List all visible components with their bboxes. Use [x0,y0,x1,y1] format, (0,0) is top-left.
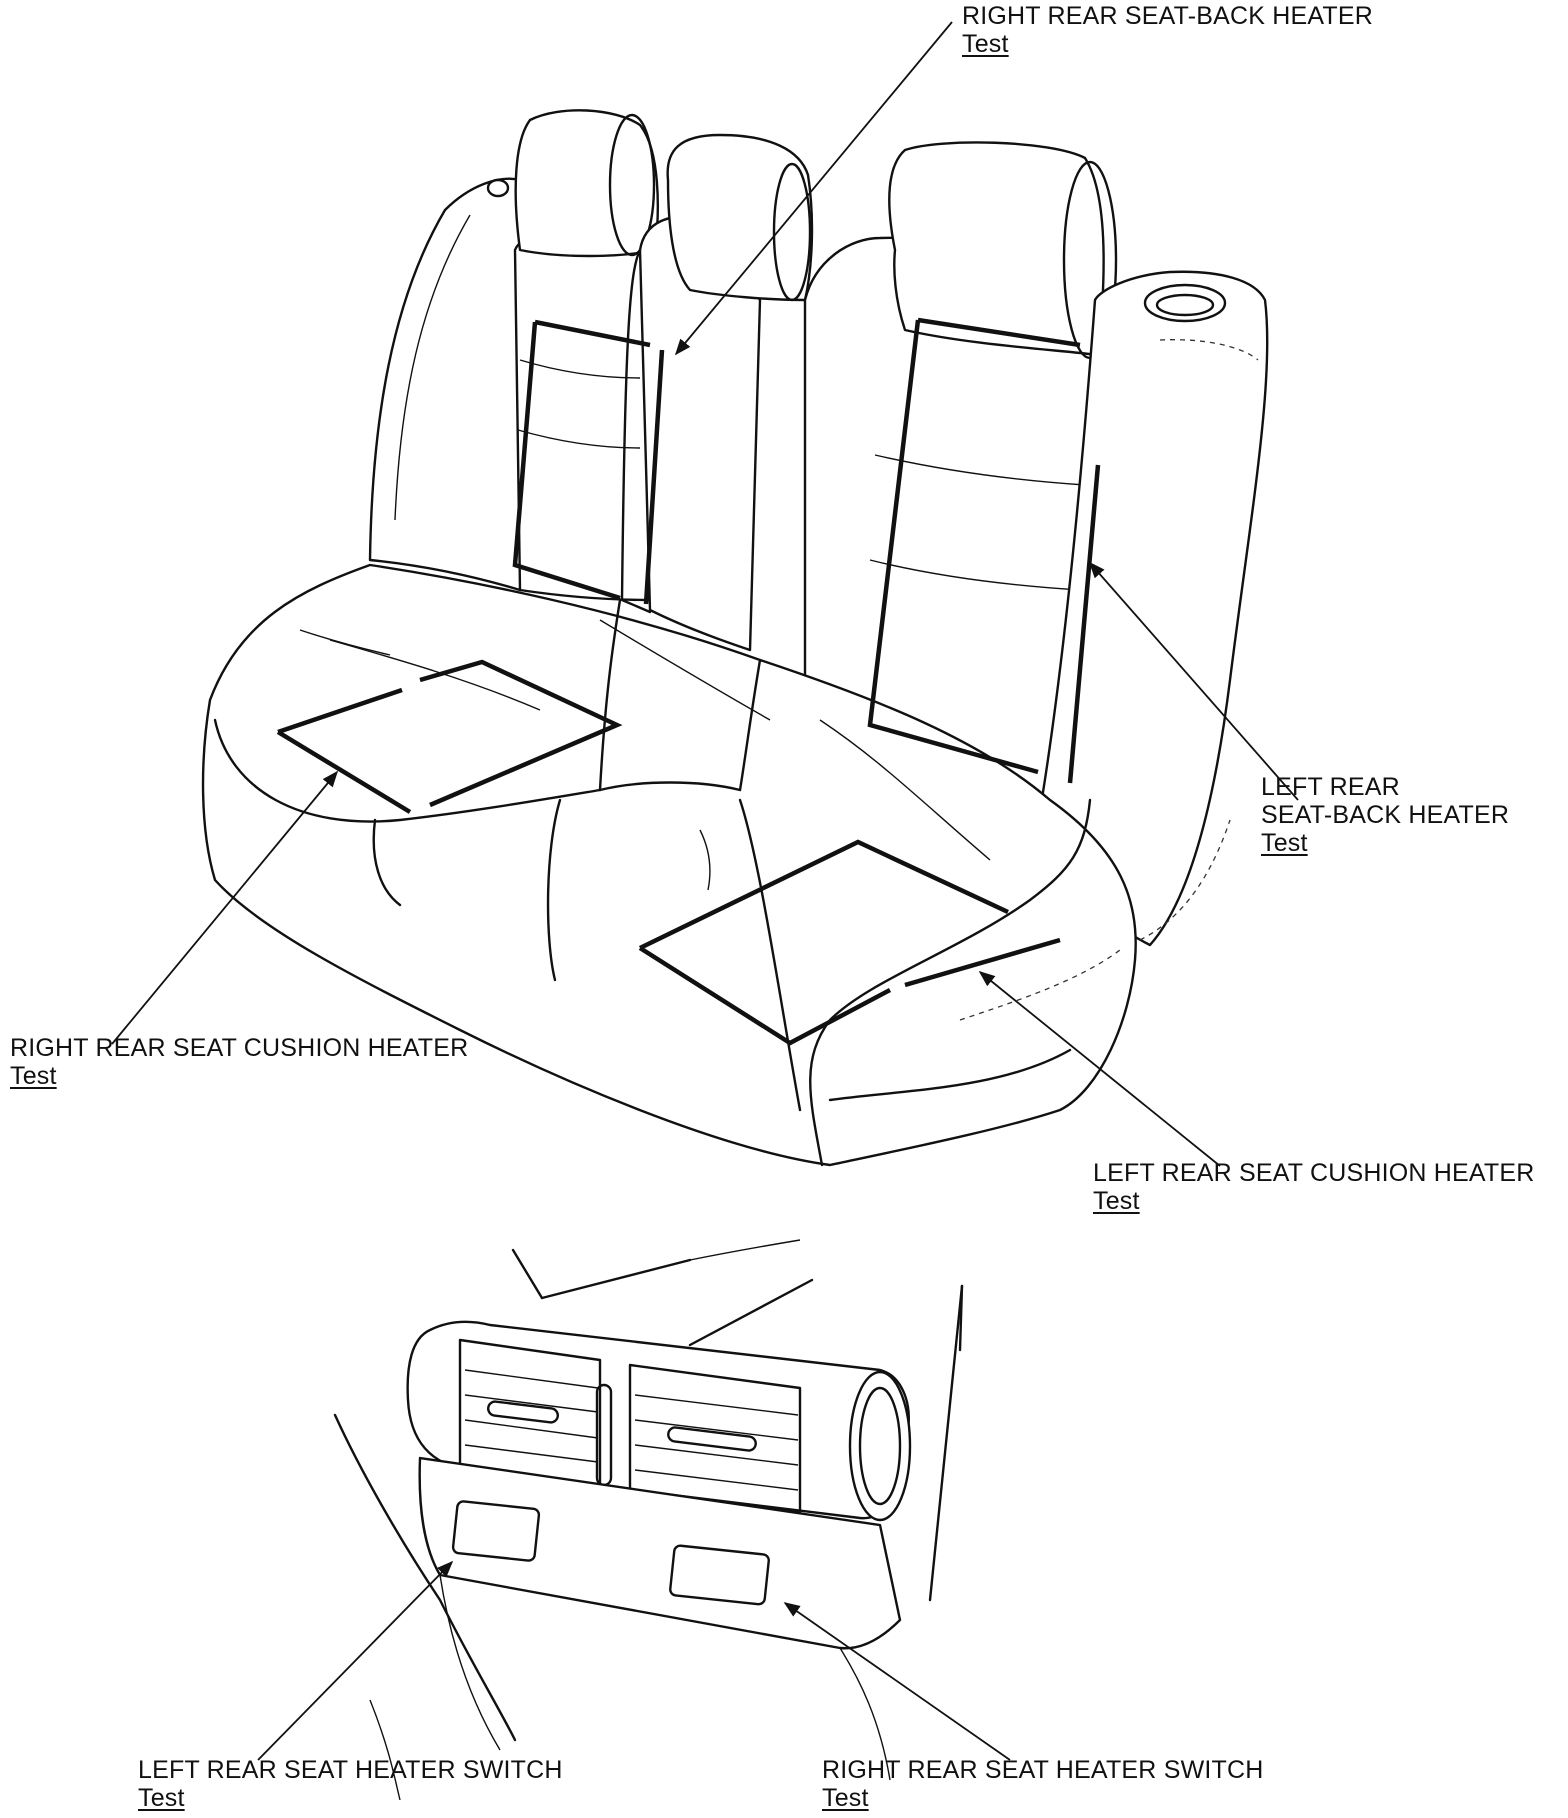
callout-right-seatback-heater: RIGHT REAR SEAT-BACK HEATER Test [962,2,1373,58]
left-cushion-heater-element [638,839,1061,1046]
left-seat-heater-switch-test-link[interactable]: Test [138,1784,185,1812]
callout-label: LEFT REAR [1261,773,1400,801]
callout-left-seat-heater-switch: LEFT REAR SEAT HEATER SWITCH Test [138,1756,563,1812]
leader-right-switch [783,1602,1011,1761]
callout-right-cushion-heater: RIGHT REAR SEAT CUSHION HEATER Test [10,1034,468,1090]
leader-right-seatback [674,21,953,356]
callout-left-seatback-heater: LEFT REAR SEAT-BACK HEATER Test [1261,773,1509,857]
callout-right-seat-heater-switch: RIGHT REAR SEAT HEATER SWITCH Test [822,1756,1264,1812]
rear-console-illustration [333,1239,964,1801]
callout-label: SEAT-BACK HEATER [1261,801,1510,829]
right-seat-heater-switch-test-link[interactable]: Test [822,1784,869,1812]
left-heater-switch-outline [451,1500,541,1562]
right-cushion-heater-element [276,659,623,814]
leader-lines [111,21,1299,1761]
callout-label: LEFT REAR SEAT HEATER SWITCH [138,1756,563,1784]
callout-label: RIGHT REAR SEAT CUSHION HEATER [10,1034,469,1062]
callout-label: RIGHT REAR SEAT HEATER SWITCH [822,1756,1264,1784]
left-cushion-heater-test-link[interactable]: Test [1093,1187,1140,1215]
callout-label: LEFT REAR SEAT CUSHION HEATER [1093,1159,1535,1187]
left-seatback-heater-element [867,317,1101,784]
rear-seat-illustration [201,109,1269,1167]
leader-left-seatback [1088,561,1299,801]
right-cushion-heater-test-link[interactable]: Test [10,1062,57,1090]
right-seatback-heater-element [512,319,665,605]
left-seatback-heater-test-link[interactable]: Test [1261,829,1308,857]
callout-label: RIGHT REAR SEAT-BACK HEATER [962,2,1374,30]
leader-left-cushion [978,970,1221,1167]
right-heater-switch-outline [669,1544,770,1606]
right-seatback-heater-test-link[interactable]: Test [962,30,1009,58]
callout-left-cushion-heater: LEFT REAR SEAT CUSHION HEATER Test [1093,1159,1535,1215]
leader-left-switch [257,1560,454,1761]
leader-right-cushion [111,770,339,1045]
